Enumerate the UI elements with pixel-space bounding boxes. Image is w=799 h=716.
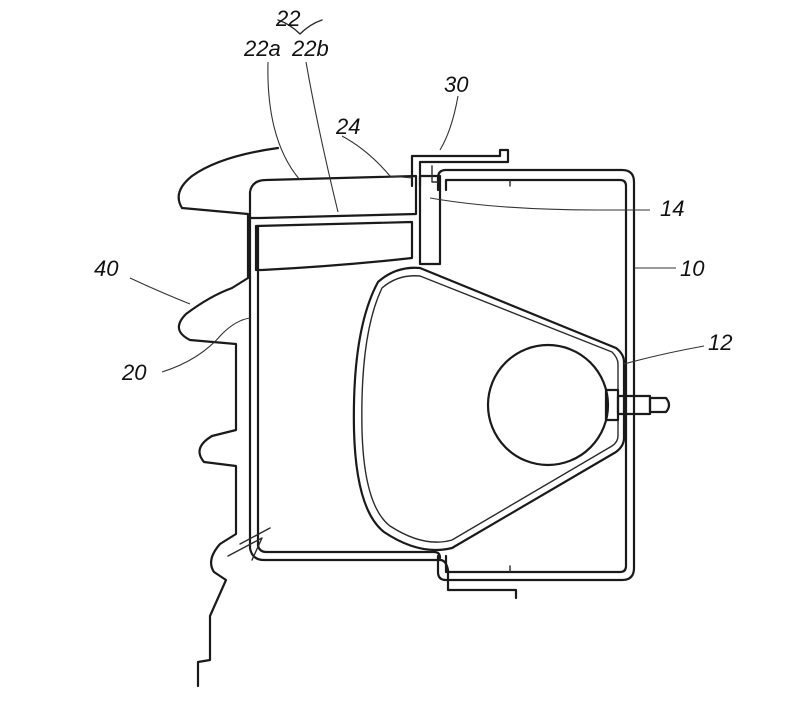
label-40: 40 — [94, 256, 119, 281]
housing-10 — [436, 168, 636, 582]
label-24: 24 — [335, 114, 360, 139]
label-22b: 22b — [291, 36, 329, 61]
liner-20 — [248, 216, 518, 600]
label-14: 14 — [660, 196, 684, 221]
hatched-bracket-22 — [248, 174, 442, 272]
trim-panel-40 — [177, 146, 280, 688]
flange-30 — [410, 148, 510, 188]
label-12: 12 — [708, 330, 732, 355]
label-22: 22 — [275, 6, 300, 31]
label-22a: 22a — [243, 36, 281, 61]
label-30: 30 — [444, 72, 469, 97]
leader-lines — [129, 19, 705, 373]
label-20: 20 — [121, 360, 147, 385]
inflator-cylinder — [486, 343, 671, 467]
label-10: 10 — [680, 256, 705, 281]
airbag-cushion — [352, 266, 626, 552]
